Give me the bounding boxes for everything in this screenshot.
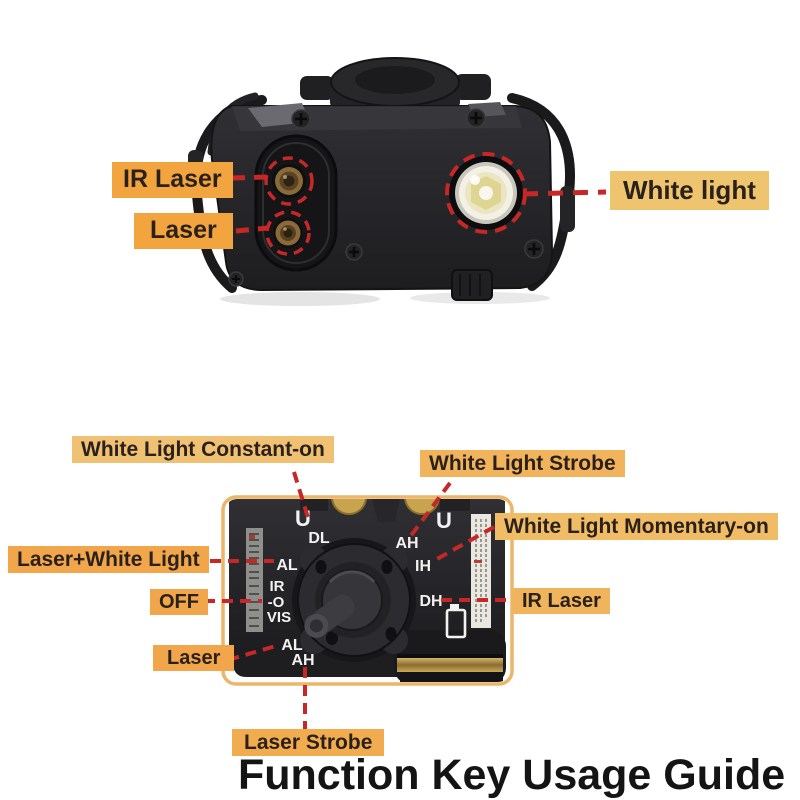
screw-icon bbox=[466, 108, 486, 128]
dial-marking-dh: DH bbox=[419, 593, 442, 610]
front-annotations bbox=[231, 152, 607, 256]
callout-ir-laser-front: IR Laser bbox=[112, 162, 233, 198]
laser-leader-line bbox=[235, 225, 269, 234]
callout-white-light-strobe: White Light Strobe bbox=[420, 450, 625, 478]
callout-white-light: White light bbox=[610, 171, 769, 210]
battery-cap bbox=[394, 630, 506, 682]
top-turret bbox=[300, 57, 491, 110]
dial-screw-hole bbox=[385, 627, 397, 641]
ir-laser-leader-line bbox=[231, 174, 269, 181]
gold-button bbox=[404, 499, 440, 515]
callout-laser-dial: Laser bbox=[153, 645, 235, 671]
callout-white-light-momentary-on: White Light Momentary-on bbox=[495, 513, 778, 541]
dial-marking-ih: IH bbox=[415, 558, 431, 575]
dial-marking-al-left: AL bbox=[276, 557, 298, 574]
cable-clamp bbox=[560, 186, 575, 232]
constant-on-leader-line bbox=[292, 471, 311, 522]
screw-icon bbox=[228, 271, 244, 287]
dial-marking-vis: VIS bbox=[267, 609, 291, 626]
dial-marking-dl: DL bbox=[308, 530, 330, 547]
callout-white-light-constant-on: White Light Constant-on bbox=[72, 436, 334, 464]
mode-selector-dial bbox=[292, 538, 416, 662]
dial-screw-hole bbox=[326, 631, 338, 645]
dial-marking-ah-bottom: AH bbox=[291, 652, 314, 669]
left-sticker-label bbox=[246, 528, 263, 632]
screw-icon bbox=[524, 239, 544, 259]
connector-ridges bbox=[459, 274, 481, 296]
dial-marking-off-position: -O bbox=[268, 594, 285, 611]
device-shadow bbox=[220, 292, 380, 306]
battery-icon bbox=[445, 604, 467, 639]
dial-marking-u-right: U bbox=[436, 508, 452, 533]
callout-laser-strobe: Laser Strobe bbox=[232, 729, 385, 757]
top-buttons bbox=[300, 499, 470, 522]
momentary-leader-line bbox=[436, 525, 495, 561]
ir-laser-lens bbox=[272, 164, 306, 198]
laser-aperture-recess bbox=[254, 134, 338, 272]
gold-button bbox=[331, 499, 367, 515]
white-light-leader-line bbox=[522, 189, 607, 197]
white-light-lens bbox=[449, 156, 523, 230]
bottom-connector bbox=[451, 269, 493, 301]
front-view-photo bbox=[188, 57, 607, 306]
laser-highlight-circle bbox=[265, 210, 311, 256]
screw-icon bbox=[291, 109, 311, 129]
dial-marking-ir: IR bbox=[270, 578, 285, 595]
callout-off: OFF bbox=[150, 589, 208, 615]
screws bbox=[228, 108, 544, 287]
callout-laser-plus-white-light: Laser+White Light bbox=[8, 546, 209, 574]
ir-laser-highlight-circle bbox=[264, 156, 314, 206]
page-title: Function Key Usage Guide bbox=[238, 751, 786, 799]
dial-marking-ah-top: AH bbox=[395, 535, 418, 552]
laser-lens bbox=[273, 218, 303, 248]
strobe-leader-line bbox=[405, 481, 452, 543]
dial-marking-u-left: U bbox=[295, 506, 311, 531]
dial-screw-hole bbox=[315, 560, 327, 574]
dial-annotations bbox=[204, 471, 511, 729]
laser-dial-leader-line bbox=[210, 643, 280, 667]
dial-screw-hole bbox=[381, 560, 393, 574]
dial-marking-al-bottom: AL bbox=[281, 637, 303, 654]
dial-lever bbox=[304, 594, 355, 638]
callout-laser-front: Laser bbox=[134, 213, 233, 249]
callout-ir-laser-dial: IR Laser bbox=[513, 588, 610, 614]
dial-view-photo: U DL AL IR -O VIS AL AH AH U IH DH bbox=[204, 471, 514, 729]
screw-icon bbox=[345, 243, 363, 261]
